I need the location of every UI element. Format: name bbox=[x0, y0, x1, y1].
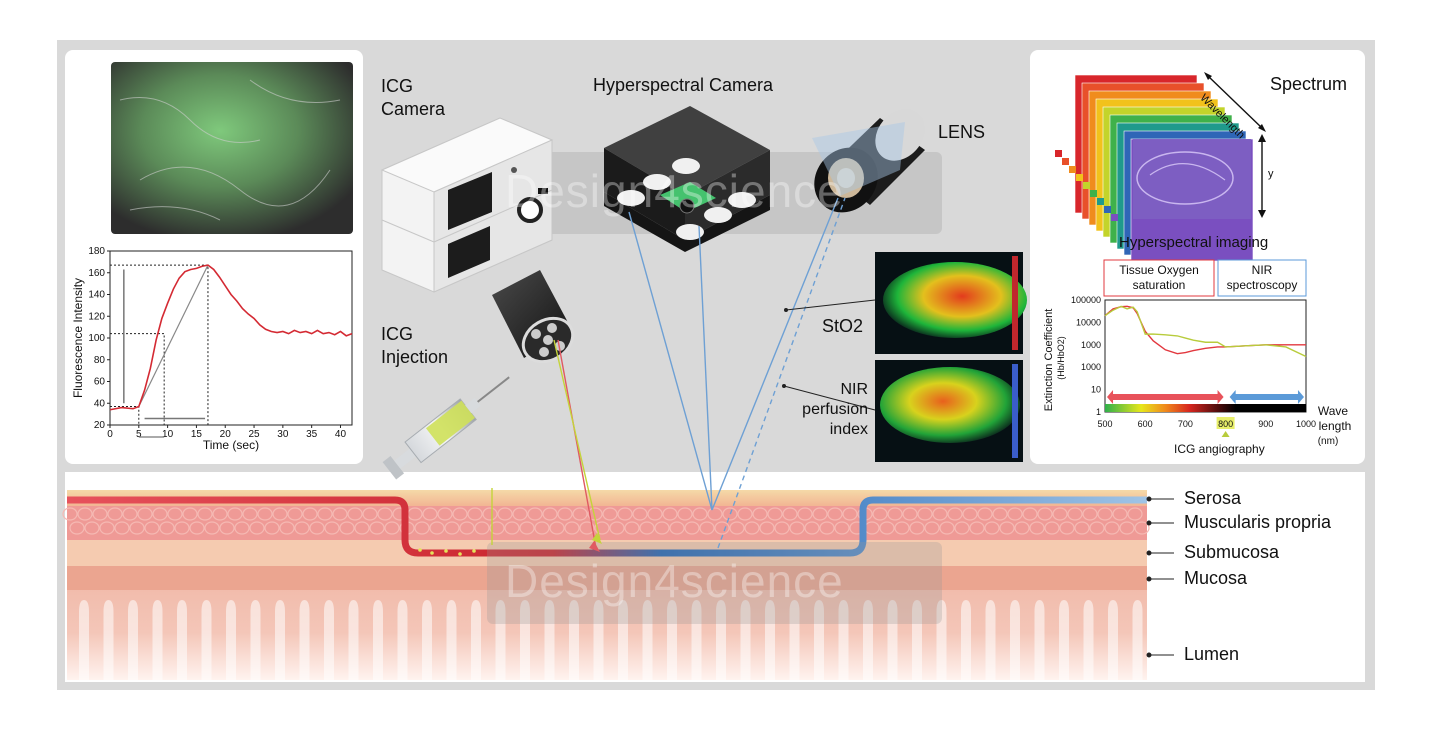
lens-device bbox=[814, 109, 925, 213]
y-tick-label: 100000 bbox=[1071, 295, 1101, 305]
x-tick-label: 10 bbox=[162, 429, 174, 440]
spectrum-pixel bbox=[1069, 166, 1076, 173]
watermark-box bbox=[487, 542, 942, 624]
tissue-layer-label: Muscularis propria bbox=[1184, 512, 1332, 532]
y-axis-label: Fluorescence Intensity bbox=[71, 278, 85, 398]
lens-label: LENS bbox=[938, 122, 986, 142]
x-axis-label: (nm) bbox=[1318, 436, 1339, 447]
y-tick-label: 20 bbox=[94, 420, 106, 431]
icg-excitation-beam bbox=[557, 339, 597, 549]
tissue-layer-label: Submucosa bbox=[1184, 542, 1280, 562]
x-tick-label: 600 bbox=[1138, 419, 1153, 429]
icg-fluorescence-image bbox=[111, 62, 353, 234]
tissue-layer-label: Mucosa bbox=[1184, 568, 1248, 588]
y-tick-label: 120 bbox=[88, 311, 105, 322]
x-tick-label: 30 bbox=[277, 429, 289, 440]
x-tick-label: 0 bbox=[107, 429, 113, 440]
plot-frame bbox=[109, 250, 353, 426]
y-tick-label: 10000 bbox=[1076, 317, 1101, 327]
hsi-beam bbox=[711, 197, 839, 511]
icg-injection-label: ICG Injection bbox=[381, 324, 449, 367]
fluorescence-chart: 0 5 10 15 20 25 30 35 40 20 40 60 80 100 120 140 160 180T… bbox=[71, 246, 353, 452]
highlight-tick-label: 800 bbox=[1218, 419, 1233, 429]
spectrum-pixel bbox=[1097, 198, 1104, 205]
x-tick-label: 5 bbox=[136, 429, 142, 440]
legend-nir-box bbox=[1217, 259, 1307, 297]
x-axis-label: Time (sec) bbox=[203, 438, 259, 452]
y-axis-label: (Hb/HbO2) bbox=[1056, 336, 1066, 380]
icg-dots bbox=[418, 548, 476, 556]
y-tick-label: 10 bbox=[1091, 385, 1101, 395]
y-tick-label: 160 bbox=[88, 268, 105, 279]
x-tick-label: 25 bbox=[248, 429, 260, 440]
highlight-marker bbox=[1221, 431, 1230, 437]
wavelength-color-bar bbox=[1105, 404, 1306, 412]
y-tick-label: 180 bbox=[88, 246, 105, 257]
spectrum-pixels bbox=[1055, 150, 1118, 221]
y-tick-label: 1 bbox=[1096, 407, 1101, 417]
sto2-map-heat bbox=[883, 262, 1027, 338]
spectrum-pixel bbox=[1111, 214, 1118, 221]
x-axis-label: Wave bbox=[1318, 404, 1349, 418]
x-tick-label: 35 bbox=[306, 429, 318, 440]
icg-camera-label: ICG Camera bbox=[381, 76, 446, 119]
series-line-hbo2 bbox=[1104, 305, 1307, 358]
nir-perfusion-label: NIR perfusion index bbox=[802, 381, 868, 438]
icg-image-texture bbox=[119, 79, 341, 221]
blood-vessel bbox=[67, 496, 1147, 557]
watermark-text: Design4science bbox=[505, 555, 844, 607]
y-axis-label: y bbox=[1268, 168, 1274, 180]
legend-tissue-label: Tissue Oxygen saturation bbox=[1119, 263, 1199, 292]
icg-camera-device bbox=[380, 117, 554, 293]
hyperspectral-imaging-title: Hyperspectral imaging bbox=[1119, 234, 1269, 251]
hyperspectral-cube bbox=[1074, 74, 1254, 262]
y-axis-label: Extinction Coefficient bbox=[1043, 309, 1055, 412]
tissue-cross-section bbox=[62, 490, 1150, 680]
x-axis-label: length bbox=[1319, 419, 1352, 433]
y-tick-label: 80 bbox=[94, 355, 106, 366]
spectrum-pixel bbox=[1083, 182, 1090, 189]
hsi-beam-dashed bbox=[717, 197, 846, 549]
watermark-text: Design4science bbox=[505, 165, 844, 217]
hsi-beam bbox=[628, 211, 713, 511]
y-tick-label: 1000 bbox=[1081, 340, 1101, 350]
spectrum-title: Spectrum bbox=[1270, 74, 1348, 94]
x-tick-label: 15 bbox=[191, 429, 203, 440]
y-tick-label: 60 bbox=[94, 377, 106, 388]
hyperspectral-camera-device bbox=[604, 106, 770, 252]
x-tick-label: 500 bbox=[1097, 419, 1112, 429]
spectrum-pixel bbox=[1062, 158, 1069, 165]
highlight-box bbox=[1216, 417, 1235, 429]
tissue-layer-label: Lumen bbox=[1184, 644, 1240, 664]
spectrum-pixel bbox=[1055, 150, 1062, 157]
x-tick-label: 20 bbox=[220, 429, 232, 440]
extinction-chart: 1 10 1000 1000 10000 100000 500 600 700 800 900 100… bbox=[1043, 295, 1351, 447]
y-tick-label: 140 bbox=[88, 290, 105, 301]
icg-emission-beam bbox=[553, 339, 601, 541]
x-tick-label: 900 bbox=[1258, 419, 1273, 429]
nir-map-heat bbox=[880, 367, 1020, 443]
hyperspectral-camera-label: Hyperspectral Camera bbox=[593, 75, 774, 95]
spectrum-pixel bbox=[1076, 174, 1083, 181]
fluorescence-series-line bbox=[109, 264, 353, 411]
tissue-layer-label: Serosa bbox=[1184, 488, 1242, 508]
spectrum-pixel bbox=[1090, 190, 1097, 197]
y-tick-label: 40 bbox=[94, 398, 106, 409]
slope-line bbox=[138, 264, 209, 407]
legend-nir-label: NIR spectroscopy bbox=[1226, 263, 1298, 292]
x-tick-label: 1000 bbox=[1296, 419, 1316, 429]
spectrum-pixel bbox=[1104, 206, 1111, 213]
x-tick-label: 40 bbox=[335, 429, 347, 440]
syringe bbox=[382, 376, 510, 480]
x-tick-label: 700 bbox=[1178, 419, 1193, 429]
legend-tissue-box bbox=[1103, 259, 1215, 297]
plot-frame bbox=[1104, 299, 1307, 413]
sto2-label: StO2 bbox=[822, 316, 864, 336]
y-tick-label: 100 bbox=[88, 333, 105, 344]
icg-angiography-label: ICG angiography bbox=[1174, 442, 1265, 456]
y-tick-label: 1000 bbox=[1081, 362, 1101, 372]
